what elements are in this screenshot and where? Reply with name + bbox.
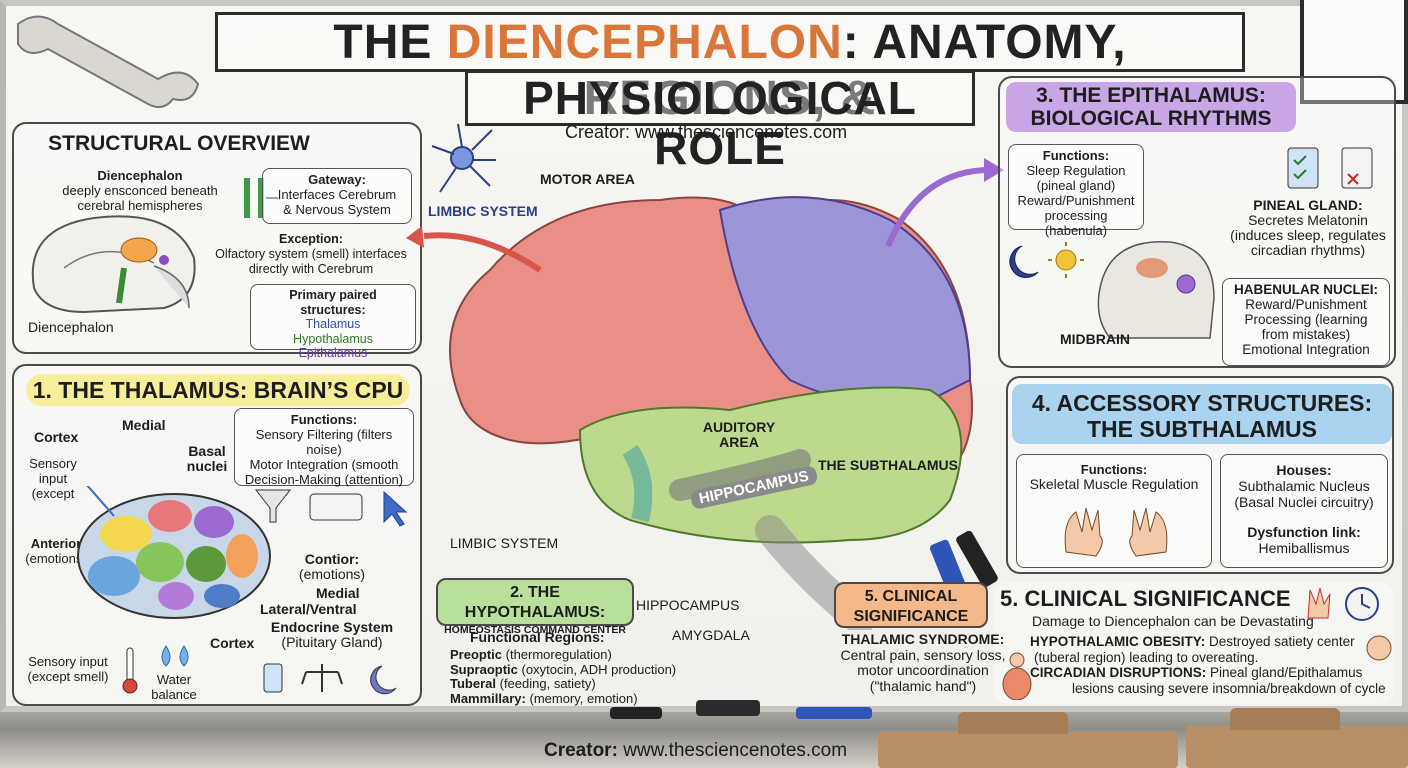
tray-marker-black [610,707,662,719]
midbrain-label: MIDBRAIN [1060,331,1130,347]
balance-icon [301,664,343,692]
epithalamus-panel: 3. THE EPITHALAMUS:BIOLOGICAL RHYTHMS Fu… [998,76,1396,368]
subthalamus-houses-box: Houses: Subthalamic Nucleus (Basal Nucle… [1220,454,1388,568]
paired-structures-box: Primary paired structures: Thalamus Hypo… [250,284,416,360]
epithalamus-brain-icon [1097,240,1215,339]
footer-creator: Creator: www.thesciencenotes.com [544,740,848,761]
endocrine-label: Endocrine System(Pituitary Gland) [270,619,394,650]
arrow-to-overview [406,226,542,273]
desk-left [878,732,1178,768]
head-icon [1366,635,1392,661]
thalamic-syndrome-note: THALAMIC SYNDROME: Central pain, sensory… [840,631,1006,694]
clinical-panel: 5. CLINICAL SIGNIFICANCE Damage to Dienc… [994,582,1394,704]
functional-regions-title: Functional Regions: [470,629,605,645]
sagittal-brain-icon [31,215,196,314]
clinical-icons [1307,587,1379,621]
arrow-to-epithalamus [885,158,1004,248]
checklist-icon [1287,147,1373,189]
cortex-bottom-label: Cortex [210,635,255,651]
chair-back [958,712,1068,734]
hands-icon [1064,507,1168,557]
limbic-system-top-label: LIMBIC SYSTEM [428,203,538,219]
bottom-icons-row [263,663,397,695]
subthalamus-brain-label: THE SUBTHALAMUS [818,457,958,473]
hand-pain-icon [1307,587,1331,619]
subthalamus-functions-box: Functions: Skeletal Muscle Regulation [1016,454,1212,568]
clinical-heading: 5. CLINICAL SIGNIFICANCE [1000,586,1291,611]
person-icon [1002,652,1032,700]
subthalamus-heading: 4. ACCESSORY STRUCTURES:THE SUBTHALAMUS [1031,390,1373,442]
sensory-bottom-label: Sensory input(except smell) [27,654,109,684]
keyboard-icon [309,493,363,521]
thalamus-heading: 1. THE THALAMUS: BRAIN’S CPU [32,377,404,403]
anterior-label: Anterior(emotions) [25,536,87,566]
medial-bottom-label: Medial [316,585,360,601]
desk-right [1186,726,1408,768]
cortex-top-label: Cortex [34,429,79,445]
chair-back-2 [1230,708,1340,730]
title-block: THE DIENCEPHALON: ANATOMY, REGIONS, & PH… [205,8,1255,173]
thalamus-function-icons [254,489,408,527]
contior-label: Contior:(emotions) [298,551,366,582]
funnel-icon [254,489,292,523]
page-title: THE DIENCEPHALON: ANATOMY, REGIONS, & [215,12,1245,125]
epithalamus-heading-band [1006,82,1296,132]
overview-heading: STRUCTURAL OVERVIEW [48,132,310,155]
lateral-ventral-label: Lateral/Ventral [260,601,357,617]
habenular-nuclei-box: HABENULAR NUCLEI: Reward/Punishment Proc… [1222,278,1390,366]
overview-panel: STRUCTURAL OVERVIEW Diencephalon deeply … [12,122,422,360]
tray-marker-blue [796,707,872,719]
thalamus-heading-band [26,374,410,406]
medial-top-label: Medial [122,417,166,433]
hippocampus-label: HIPPOCAMPUS [636,597,740,613]
subthalamus-heading-band [1012,384,1392,444]
thalamus-nuclei-diagram [77,486,271,619]
cursor-icon [383,490,408,527]
subthalamus-panel: 4. ACCESSORY STRUCTURES:THE SUBTHALAMUS … [1006,376,1394,574]
sun-icon [1055,249,1077,271]
bone-decoration [17,15,200,109]
central-brain-illustration [449,196,973,630]
gateway-box: Gateway: Interfaces Cerebrum & Nervous S… [262,168,412,224]
tray-eraser [696,700,760,716]
diencephalon-description: Diencephalon deeply ensconced beneath ce… [62,168,218,213]
pineal-gland-note: PINEAL GLAND: Secretes Melatonin (induce… [1230,197,1386,258]
limbic-system-bottom-label: LIMBIC SYSTEM [450,535,559,551]
clinical-subheading: Damage to Diencephalon can be Devastatin… [1032,613,1314,629]
moon-sun-icons [1009,242,1084,278]
creator-top: Creator: www.thesciencenotes.com [565,122,848,142]
epithalamus-heading: 3. THE EPITHALAMUS:BIOLOGICAL RHYTHMS [1030,84,1272,130]
epithalamus-functions-box: Functions: Sleep Regulation (pineal glan… [1008,144,1144,238]
thalamus-panel: 1. THE THALAMUS: BRAIN’S CPU Cortex Medi… [12,364,422,706]
neuron-icon [431,123,496,193]
title-highlight: DIENCEPHALON [446,16,843,69]
scale-icon [263,663,283,693]
diencephalon-label: Diencephalon [28,319,114,335]
amygdala-label: AMYGDALA [672,627,750,643]
parietal-lobe [718,196,972,404]
motor-area-label: MOTOR AREA [540,171,635,187]
page-title-line2: PHYSIOLOGICAL ROLE [465,70,975,173]
water-drops-icon [161,645,189,667]
moon-icon [1009,245,1039,278]
clinical-conditions: HYPOTHALAMIC OBESITY: Destroyed satiety … [1030,634,1386,696]
thalamus-functions-box: Functions: Sensory Filtering (filters no… [234,408,414,487]
thermometer-icon [122,647,138,694]
hypothalamus-heading-box: 2. THE HYPOTHALAMUS: HOMEOSTASIS COMMAND… [436,578,634,636]
exception-note: Exception: Olfactory system (smell) inte… [215,232,407,276]
moon-icon [370,665,397,695]
hypothalamus-regions-list: Preoptic (thermoregulation) Supraoptic (… [450,647,677,706]
